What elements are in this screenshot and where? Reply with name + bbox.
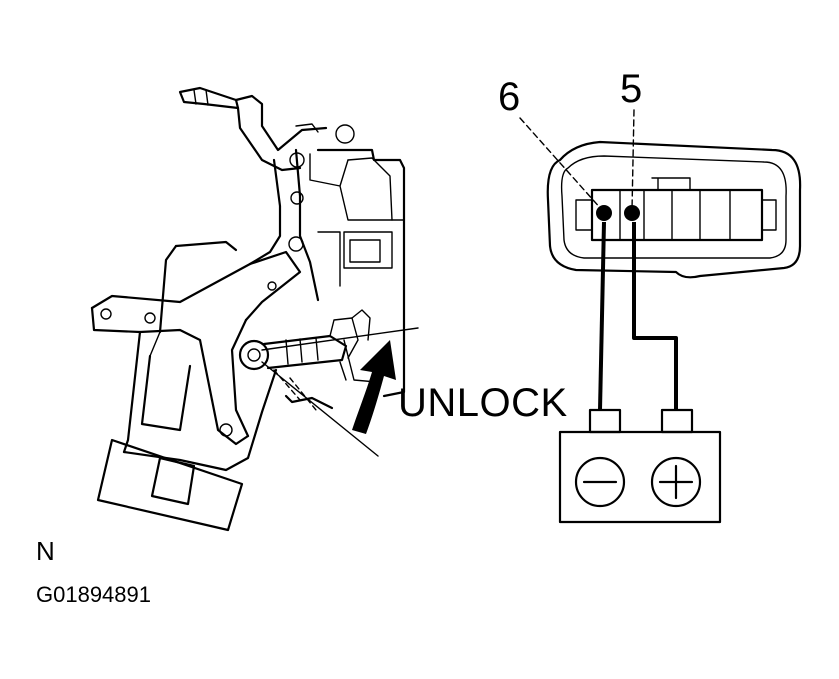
wire-pin-5	[632, 222, 678, 410]
pin-5-leader	[631, 109, 635, 211]
lock-actuator-assembly	[90, 86, 419, 532]
pin-label-6: 6	[498, 75, 520, 119]
plus-icon	[650, 456, 702, 508]
battery	[558, 408, 722, 524]
figure-code: G01894891	[36, 582, 151, 607]
view-letter: N	[36, 536, 55, 566]
unlock-label: UNLOCK	[398, 381, 568, 425]
pin-6-terminal	[596, 205, 612, 221]
wire-pin-6	[598, 221, 606, 411]
minus-icon	[574, 456, 626, 508]
pin-5-terminal	[624, 205, 640, 221]
pin-label-5: 5	[620, 67, 642, 111]
connector-housing	[546, 140, 802, 279]
unlock-arrow-icon	[352, 340, 396, 434]
pin-6-leader	[519, 117, 603, 211]
